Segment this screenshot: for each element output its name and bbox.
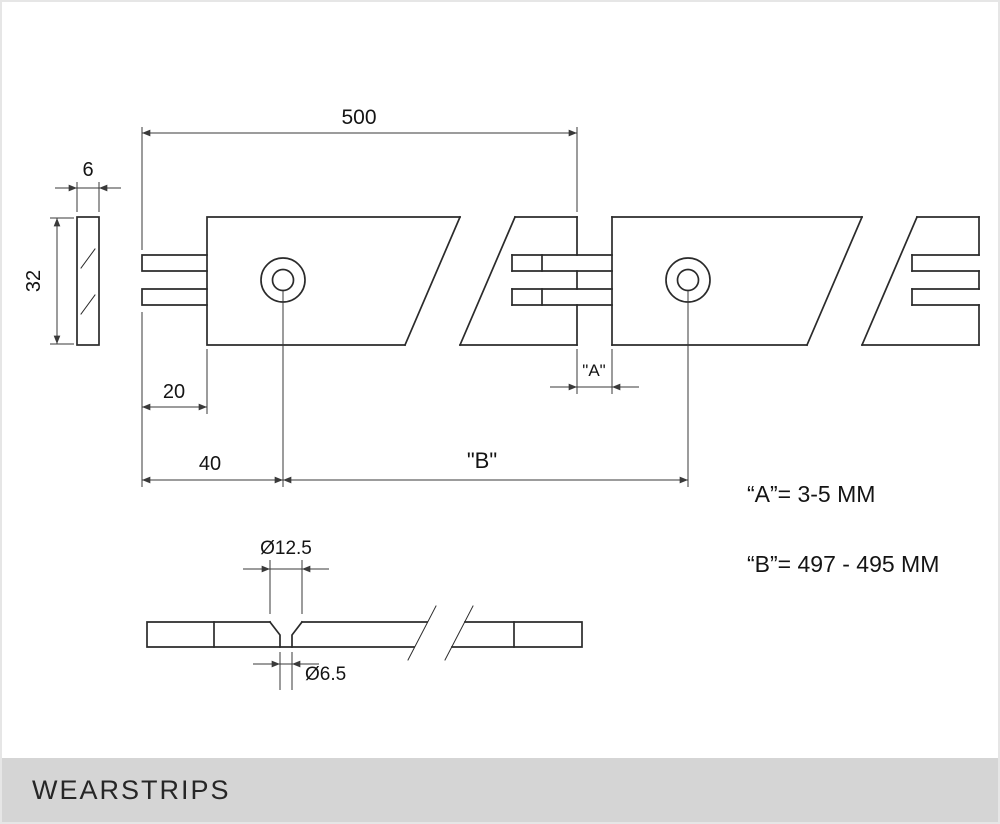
plan-view <box>76 215 980 347</box>
dimension-lines <box>50 127 689 690</box>
dim-hole-dia-label: Ø6.5 <box>305 664 346 685</box>
plate3-body <box>860 215 919 347</box>
footer-bar: WEARSTRIPS <box>2 758 998 822</box>
wearstrip-technical-drawing: 500 6 32 20 40 "B" "A" Ø12.5 Ø6.5 “A”= 3… <box>23 106 980 690</box>
strip-right-part <box>451 621 583 648</box>
dim-width-label: 32 <box>23 270 45 292</box>
note-span: “B”= 497 - 495 MM <box>747 551 939 577</box>
page-title: WEARSTRIPS <box>32 774 231 805</box>
plate1-fork <box>141 254 208 272</box>
joint <box>511 254 613 306</box>
dim-pitch-label: 500 <box>341 106 376 129</box>
dim-thickness-label: 6 <box>82 159 93 181</box>
end-view-bar <box>76 216 100 346</box>
plate1-body <box>206 216 461 346</box>
dim-gap-label: "A" <box>582 361 605 380</box>
dim-countersink-label: Ø12.5 <box>260 538 312 559</box>
countersink <box>268 620 281 648</box>
side-view <box>146 605 583 661</box>
dim-tab-length-label: 20 <box>163 381 185 403</box>
break-line <box>407 605 437 661</box>
note-gap: “A”= 3-5 MM <box>747 481 875 507</box>
dim-span-label: "B" <box>467 448 497 473</box>
dim-hole-offset-label: 40 <box>199 453 221 475</box>
